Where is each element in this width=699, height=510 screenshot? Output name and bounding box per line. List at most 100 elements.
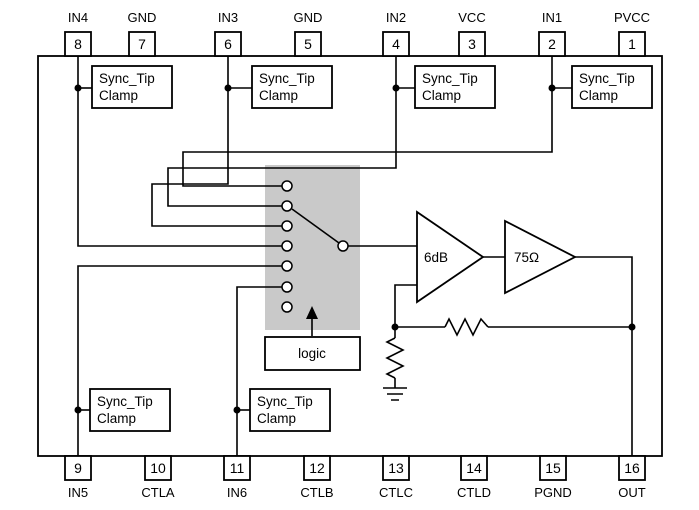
sync-tip-clamp-1: Sync_Tip Clamp bbox=[91, 65, 173, 109]
mux-contact-2 bbox=[281, 200, 293, 212]
amp-triangle bbox=[504, 219, 577, 295]
ground-symbol bbox=[383, 387, 407, 401]
mux-output-contact bbox=[337, 240, 349, 252]
amp-output-label: 75Ω bbox=[514, 250, 539, 265]
pin-number: 8 bbox=[74, 36, 82, 52]
pin-label: CTLC bbox=[379, 485, 413, 500]
pin-bottom-15: 15 PGND bbox=[534, 455, 572, 500]
pin-box bbox=[223, 455, 251, 481]
mux-contact-6 bbox=[281, 281, 293, 293]
block-box bbox=[251, 65, 333, 109]
block-box bbox=[91, 65, 173, 109]
pin-top-4: IN2 4 bbox=[382, 10, 410, 57]
pin-number: 14 bbox=[466, 460, 482, 476]
pin-number: 5 bbox=[304, 36, 312, 52]
block-label: Clamp bbox=[99, 88, 138, 103]
feedback-resistor bbox=[444, 317, 489, 337]
pin-box bbox=[539, 455, 567, 481]
pin-box bbox=[128, 31, 156, 57]
amp-gain-label: 6dB bbox=[424, 250, 448, 265]
pin-bottom-13: 13 CTLC bbox=[379, 455, 413, 500]
sync-tip-clamp-3: Sync_Tip Clamp bbox=[414, 65, 496, 109]
pin-label: IN6 bbox=[227, 485, 247, 500]
pin-box bbox=[64, 455, 92, 481]
pin-label: GND bbox=[128, 10, 157, 25]
pin-box bbox=[460, 455, 488, 481]
pin-bottom-16: 16 OUT bbox=[618, 455, 646, 500]
block-box bbox=[414, 65, 496, 109]
pin-number: 11 bbox=[230, 460, 245, 476]
mux-contact-7 bbox=[281, 301, 293, 313]
block-label: Sync_Tip bbox=[579, 71, 635, 86]
pin-label: IN2 bbox=[386, 10, 406, 25]
pin-number: 16 bbox=[624, 460, 640, 476]
pin-top-7: GND 7 bbox=[128, 10, 157, 57]
pin-top-8: IN4 8 bbox=[64, 10, 92, 57]
mux-contact-4 bbox=[281, 240, 293, 252]
logic-block: logic bbox=[264, 336, 361, 371]
junction-dot bbox=[74, 84, 82, 92]
pin-number: 9 bbox=[74, 460, 82, 476]
pin-label: IN4 bbox=[68, 10, 88, 25]
pin-bottom-11: 11 IN6 bbox=[223, 455, 251, 500]
pin-box bbox=[458, 31, 486, 57]
block-label: Sync_Tip bbox=[259, 71, 315, 86]
wire-in5-route bbox=[77, 265, 282, 456]
pin-number: 13 bbox=[388, 460, 404, 476]
logic-control-arrow bbox=[306, 306, 318, 336]
pin-number: 1 bbox=[628, 36, 636, 52]
amp-triangle bbox=[416, 210, 485, 304]
wire-feedback-to-amp bbox=[394, 284, 417, 327]
pin-top-3: VCC 3 bbox=[458, 10, 486, 57]
block-box bbox=[89, 388, 171, 432]
pin-box bbox=[382, 455, 410, 481]
block-label: Sync_Tip bbox=[99, 71, 155, 86]
block-box bbox=[571, 65, 653, 109]
pin-bottom-14: 14 CTLD bbox=[457, 455, 491, 500]
pin-box bbox=[618, 455, 646, 481]
pin-label: OUT bbox=[618, 485, 646, 500]
junction-dot bbox=[224, 84, 232, 92]
block-label: Clamp bbox=[257, 411, 296, 426]
arrow-up-icon bbox=[306, 306, 318, 319]
pin-label: IN3 bbox=[218, 10, 238, 25]
junction-dot bbox=[391, 323, 399, 331]
wire-output bbox=[575, 256, 633, 456]
block-label: Sync_Tip bbox=[257, 394, 313, 409]
output-driver: 75Ω bbox=[504, 219, 577, 295]
wire-in4-route bbox=[77, 56, 282, 247]
wire-in2-route bbox=[167, 56, 397, 207]
junction-dot bbox=[74, 406, 82, 414]
mux-contact-3 bbox=[281, 220, 293, 232]
block-box bbox=[249, 388, 331, 432]
sync-tip-clamp-5: Sync_Tip Clamp bbox=[89, 388, 171, 432]
pin-top-1: PVCC 1 bbox=[614, 10, 650, 57]
pin-box bbox=[618, 31, 646, 57]
pin-box bbox=[382, 31, 410, 57]
block-label: Clamp bbox=[259, 88, 298, 103]
block-label: Sync_Tip bbox=[422, 71, 478, 86]
pin-number: 7 bbox=[138, 36, 146, 52]
pin-top-2: IN1 2 bbox=[538, 10, 566, 57]
pin-box bbox=[214, 31, 242, 57]
pin-number: 6 bbox=[224, 36, 232, 52]
pin-number: 3 bbox=[468, 36, 476, 52]
mux-contact-1 bbox=[281, 180, 293, 192]
pin-number: 2 bbox=[548, 36, 556, 52]
pin-box bbox=[294, 31, 322, 57]
block-label: Clamp bbox=[422, 88, 461, 103]
block-label: Clamp bbox=[579, 88, 618, 103]
junction-dot bbox=[392, 84, 400, 92]
wire-in3-route bbox=[151, 56, 282, 227]
pin-label: CTLA bbox=[141, 485, 175, 500]
pin-label: IN5 bbox=[68, 485, 88, 500]
pin-bottom-10: 10 CTLA bbox=[141, 455, 175, 500]
sync-tip-clamp-6: Sync_Tip Clamp bbox=[249, 388, 331, 432]
mux-contact-5 bbox=[281, 260, 293, 272]
pin-label: PVCC bbox=[614, 10, 650, 25]
junction-dot bbox=[548, 84, 556, 92]
pin-label: GND bbox=[294, 10, 323, 25]
pin-label: IN1 bbox=[542, 10, 562, 25]
